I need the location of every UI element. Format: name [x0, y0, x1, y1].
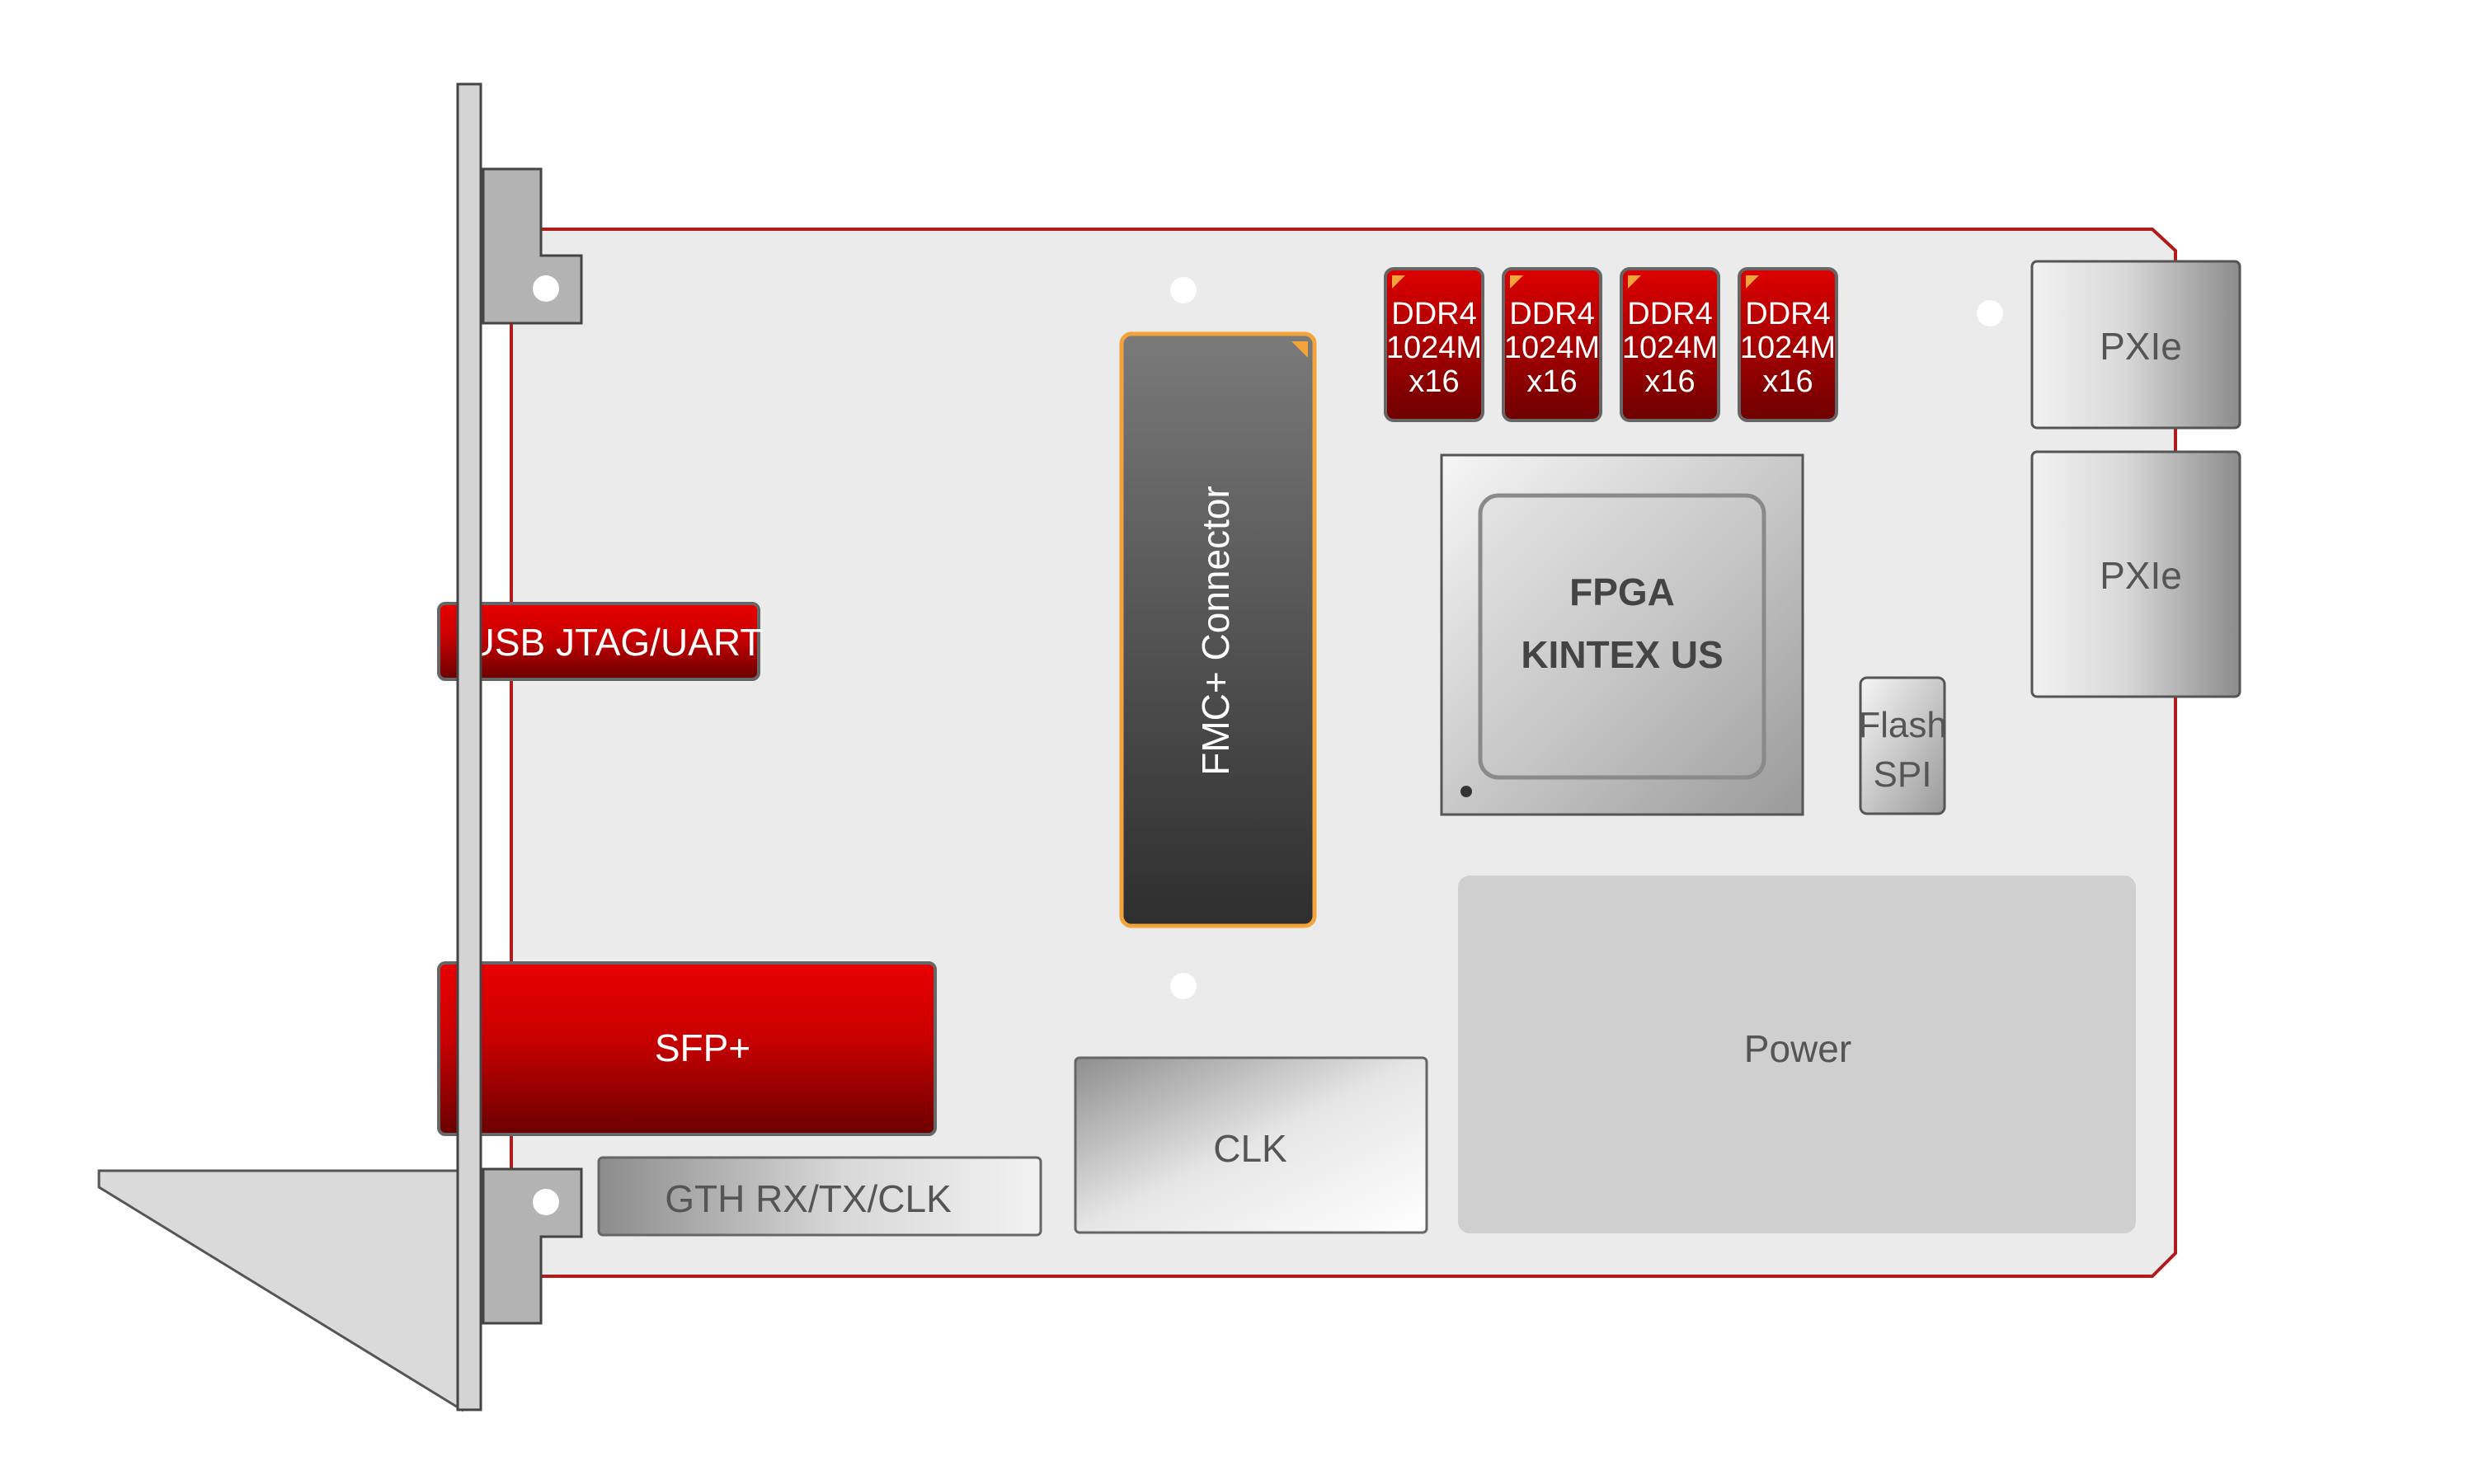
sfp-label: SFP+ — [655, 1026, 750, 1069]
ddr4-chip: DDR4 1024M x16 — [1620, 267, 1720, 422]
power-label: Power — [1744, 1027, 1851, 1070]
mounting-hole — [1977, 300, 2003, 326]
fpga-chip: FPGA KINTEX US — [1440, 453, 1804, 816]
ddr4-line1: DDR4 — [1745, 297, 1830, 331]
ddr4-line2: 1024M — [1386, 331, 1482, 365]
ddr4-line3: x16 — [1409, 364, 1459, 399]
flash-label-line1: Flash — [1858, 705, 1947, 745]
gth-label: GTH RX/TX/CLK — [665, 1177, 952, 1220]
pxie-connector: PXIe — [2030, 450, 2241, 698]
sfp-connector — [437, 961, 937, 1136]
fmc-label: FMC+ Connector — [1194, 486, 1237, 776]
mounting-hole — [1170, 973, 1197, 999]
gth-block — [597, 1156, 1042, 1237]
front-bracket-plate — [456, 82, 482, 1411]
ddr4-line1: DDR4 — [1627, 297, 1712, 331]
flash-spi-chip: Flash SPI — [1858, 676, 1947, 815]
ddr4-line1: DDR4 — [1509, 297, 1594, 331]
mounting-hole — [1170, 277, 1197, 303]
ddr4-line3: x16 — [1644, 364, 1695, 399]
usb-jtag-uart-connector — [437, 602, 760, 681]
clk-label: CLK — [1213, 1127, 1287, 1170]
pxie-label: PXIe — [2100, 554, 2182, 597]
fpga-label-line2: KINTEX US — [1521, 633, 1723, 676]
fpga-label-line1: FPGA — [1569, 571, 1675, 613]
flash-label-line2: SPI — [1874, 754, 1932, 795]
ddr4-chip: DDR4 1024M x16 — [1738, 267, 1838, 422]
pxie-label: PXIe — [2100, 325, 2182, 368]
fmc-pin1-marker — [1291, 341, 1308, 358]
ddr4-line2: 1024M — [1504, 331, 1600, 365]
usb-jtag-uart-label: USB JTAG/UART — [468, 621, 764, 664]
ddr4-line1: DDR4 — [1391, 297, 1476, 331]
fmc-connector — [1119, 331, 1317, 928]
clk-block — [1074, 1056, 1428, 1234]
ddr4-line3: x16 — [1526, 364, 1577, 399]
ddr4-line3: x16 — [1762, 364, 1813, 399]
pxie-connector: PXIe — [2030, 260, 2241, 430]
ddr4-chip: DDR4 1024M x16 — [1502, 267, 1602, 422]
bracket-hole — [533, 275, 559, 302]
bracket-hole — [533, 1189, 559, 1215]
ddr4-line2: 1024M — [1740, 331, 1836, 365]
ddr4-chip: DDR4 1024M x16 — [1384, 267, 1484, 422]
fpga-pin1-dot — [1460, 786, 1472, 797]
ddr4-line2: 1024M — [1622, 331, 1718, 365]
bracket-foot — [97, 1169, 463, 1412]
power-block — [1458, 876, 2136, 1233]
